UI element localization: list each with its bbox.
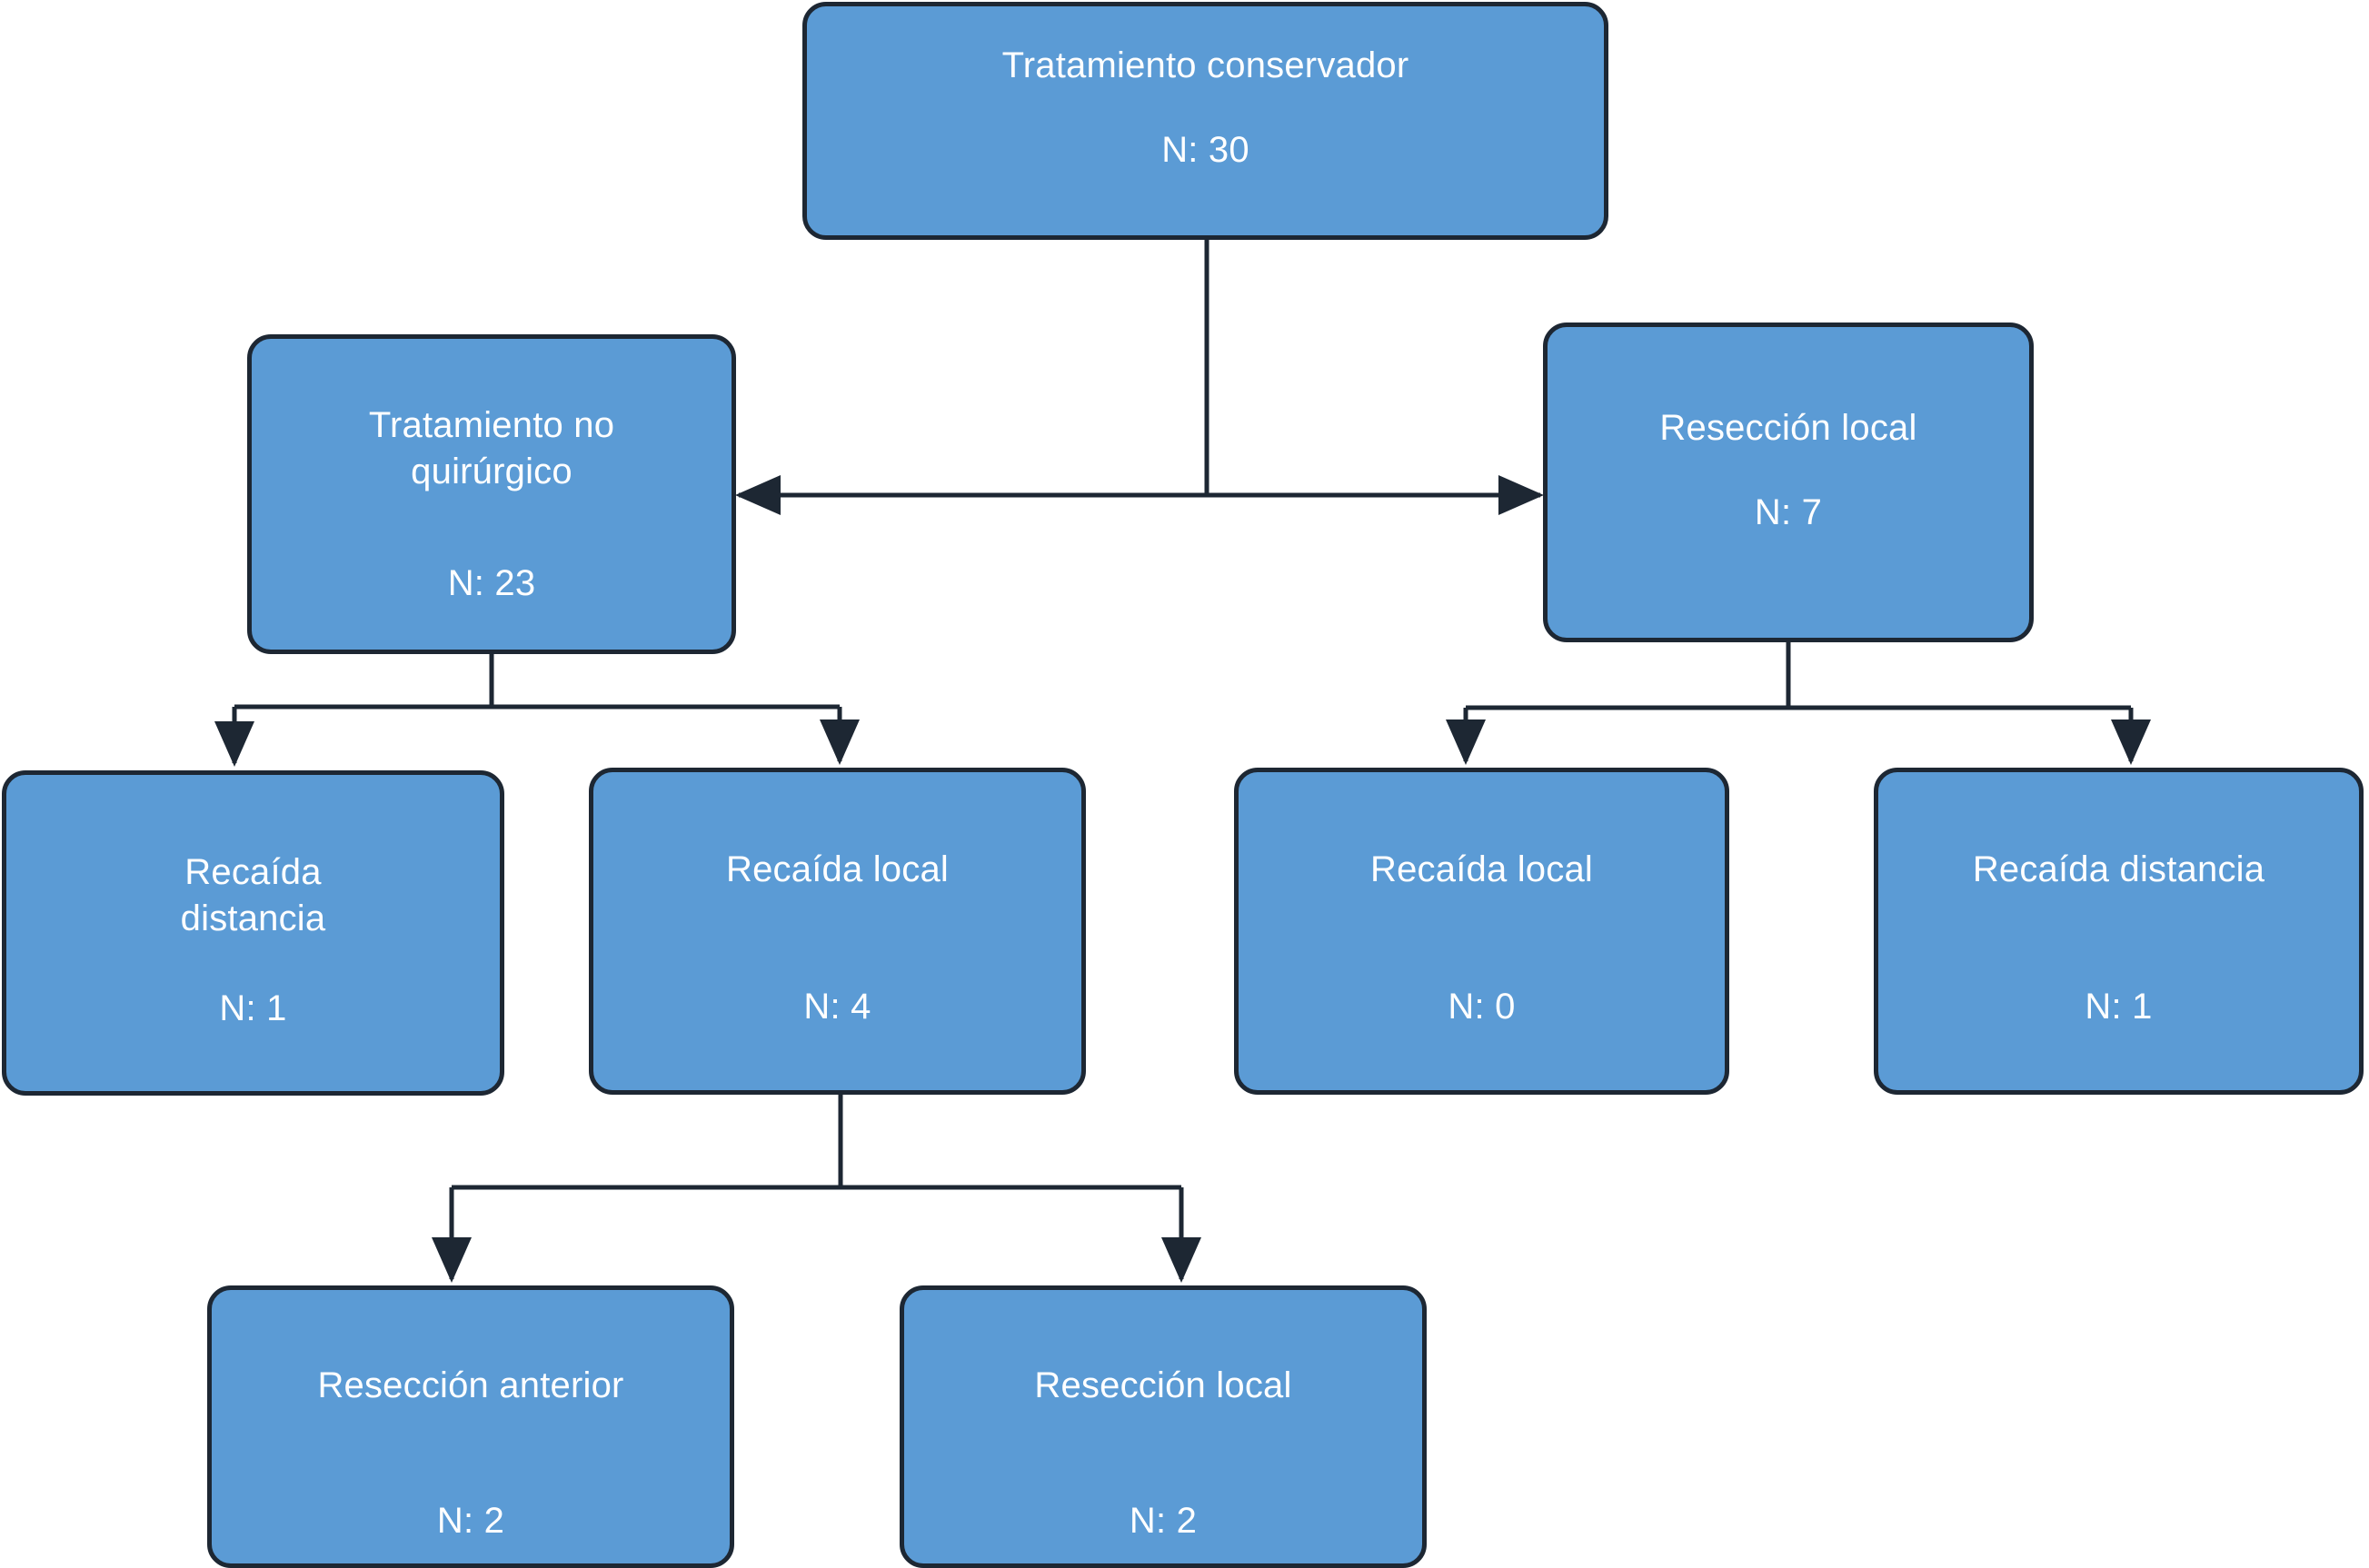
- node-count: N: 1: [219, 988, 287, 1029]
- node-recaida-local-derecha[interactable]: Recaída local N: 0: [1234, 768, 1729, 1095]
- node-title: Recaída distancia: [1972, 849, 2265, 889]
- node-count: N: 7: [1754, 492, 1823, 533]
- node-count: N: 4: [803, 987, 871, 1027]
- node-reseccion-anterior[interactable]: Resección anterior N: 2: [207, 1285, 734, 1568]
- node-tratamiento-conservador[interactable]: Tratamiento conservador N: 30: [802, 2, 1608, 240]
- node-title: Recaída distancia: [180, 852, 326, 939]
- node-recaida-distancia-derecha[interactable]: Recaída distancia N: 1: [1874, 768, 2364, 1095]
- node-title: Tratamiento conservador: [1001, 45, 1409, 85]
- node-title: Recaída local: [726, 849, 949, 889]
- node-title: Recaída local: [1370, 849, 1593, 889]
- node-count: N: 2: [1129, 1501, 1198, 1542]
- node-count: N: 0: [1448, 987, 1516, 1027]
- node-recaida-distancia-izquierda[interactable]: Recaída distancia N: 1: [2, 770, 504, 1096]
- node-reseccion-local-inferior[interactable]: Resección local N: 2: [900, 1285, 1427, 1568]
- node-reseccion-local-nivel2[interactable]: Resección local N: 7: [1543, 323, 2034, 642]
- node-count: N: 1: [2085, 987, 2153, 1027]
- node-tratamiento-no-quirurgico[interactable]: Tratamiento no quirúrgico N: 23: [247, 334, 736, 654]
- node-title: Resección local: [1034, 1365, 1292, 1405]
- node-count: N: 30: [1161, 130, 1249, 171]
- node-title: Resección anterior: [317, 1365, 624, 1405]
- node-count: N: 23: [447, 563, 536, 604]
- node-recaida-local-izquierda[interactable]: Recaída local N: 4: [589, 768, 1086, 1095]
- node-title: Tratamiento no quirúrgico: [368, 405, 615, 492]
- node-count: N: 2: [436, 1501, 505, 1542]
- node-title: Resección local: [1659, 408, 1917, 448]
